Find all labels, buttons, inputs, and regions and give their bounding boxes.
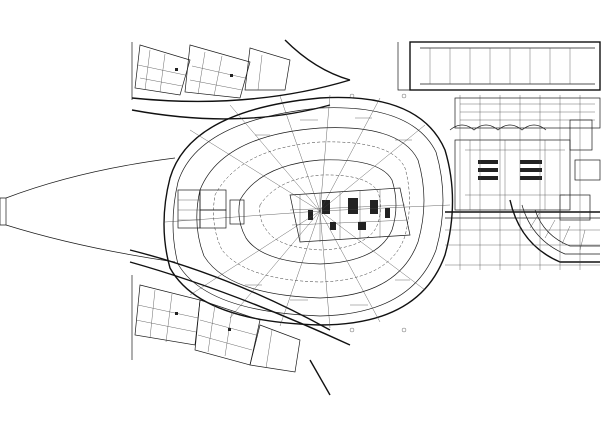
right-grid-lines: [445, 95, 600, 270]
lower-right-curved-wing: [509, 194, 600, 263]
radial-grid: [164, 94, 451, 329]
lower-left-site-blocks: [131, 275, 301, 373]
outer-boundary-lines: [129, 39, 351, 396]
upper-left-site-blocks: [131, 42, 291, 100]
right-annex-building: [397, 41, 601, 219]
left-wedge-outline: [0, 157, 176, 263]
central-oval-building: [163, 96, 454, 326]
left-service-rooms: [177, 189, 245, 229]
annotation-marks: [245, 93, 412, 333]
core-shafts: [308, 198, 390, 230]
